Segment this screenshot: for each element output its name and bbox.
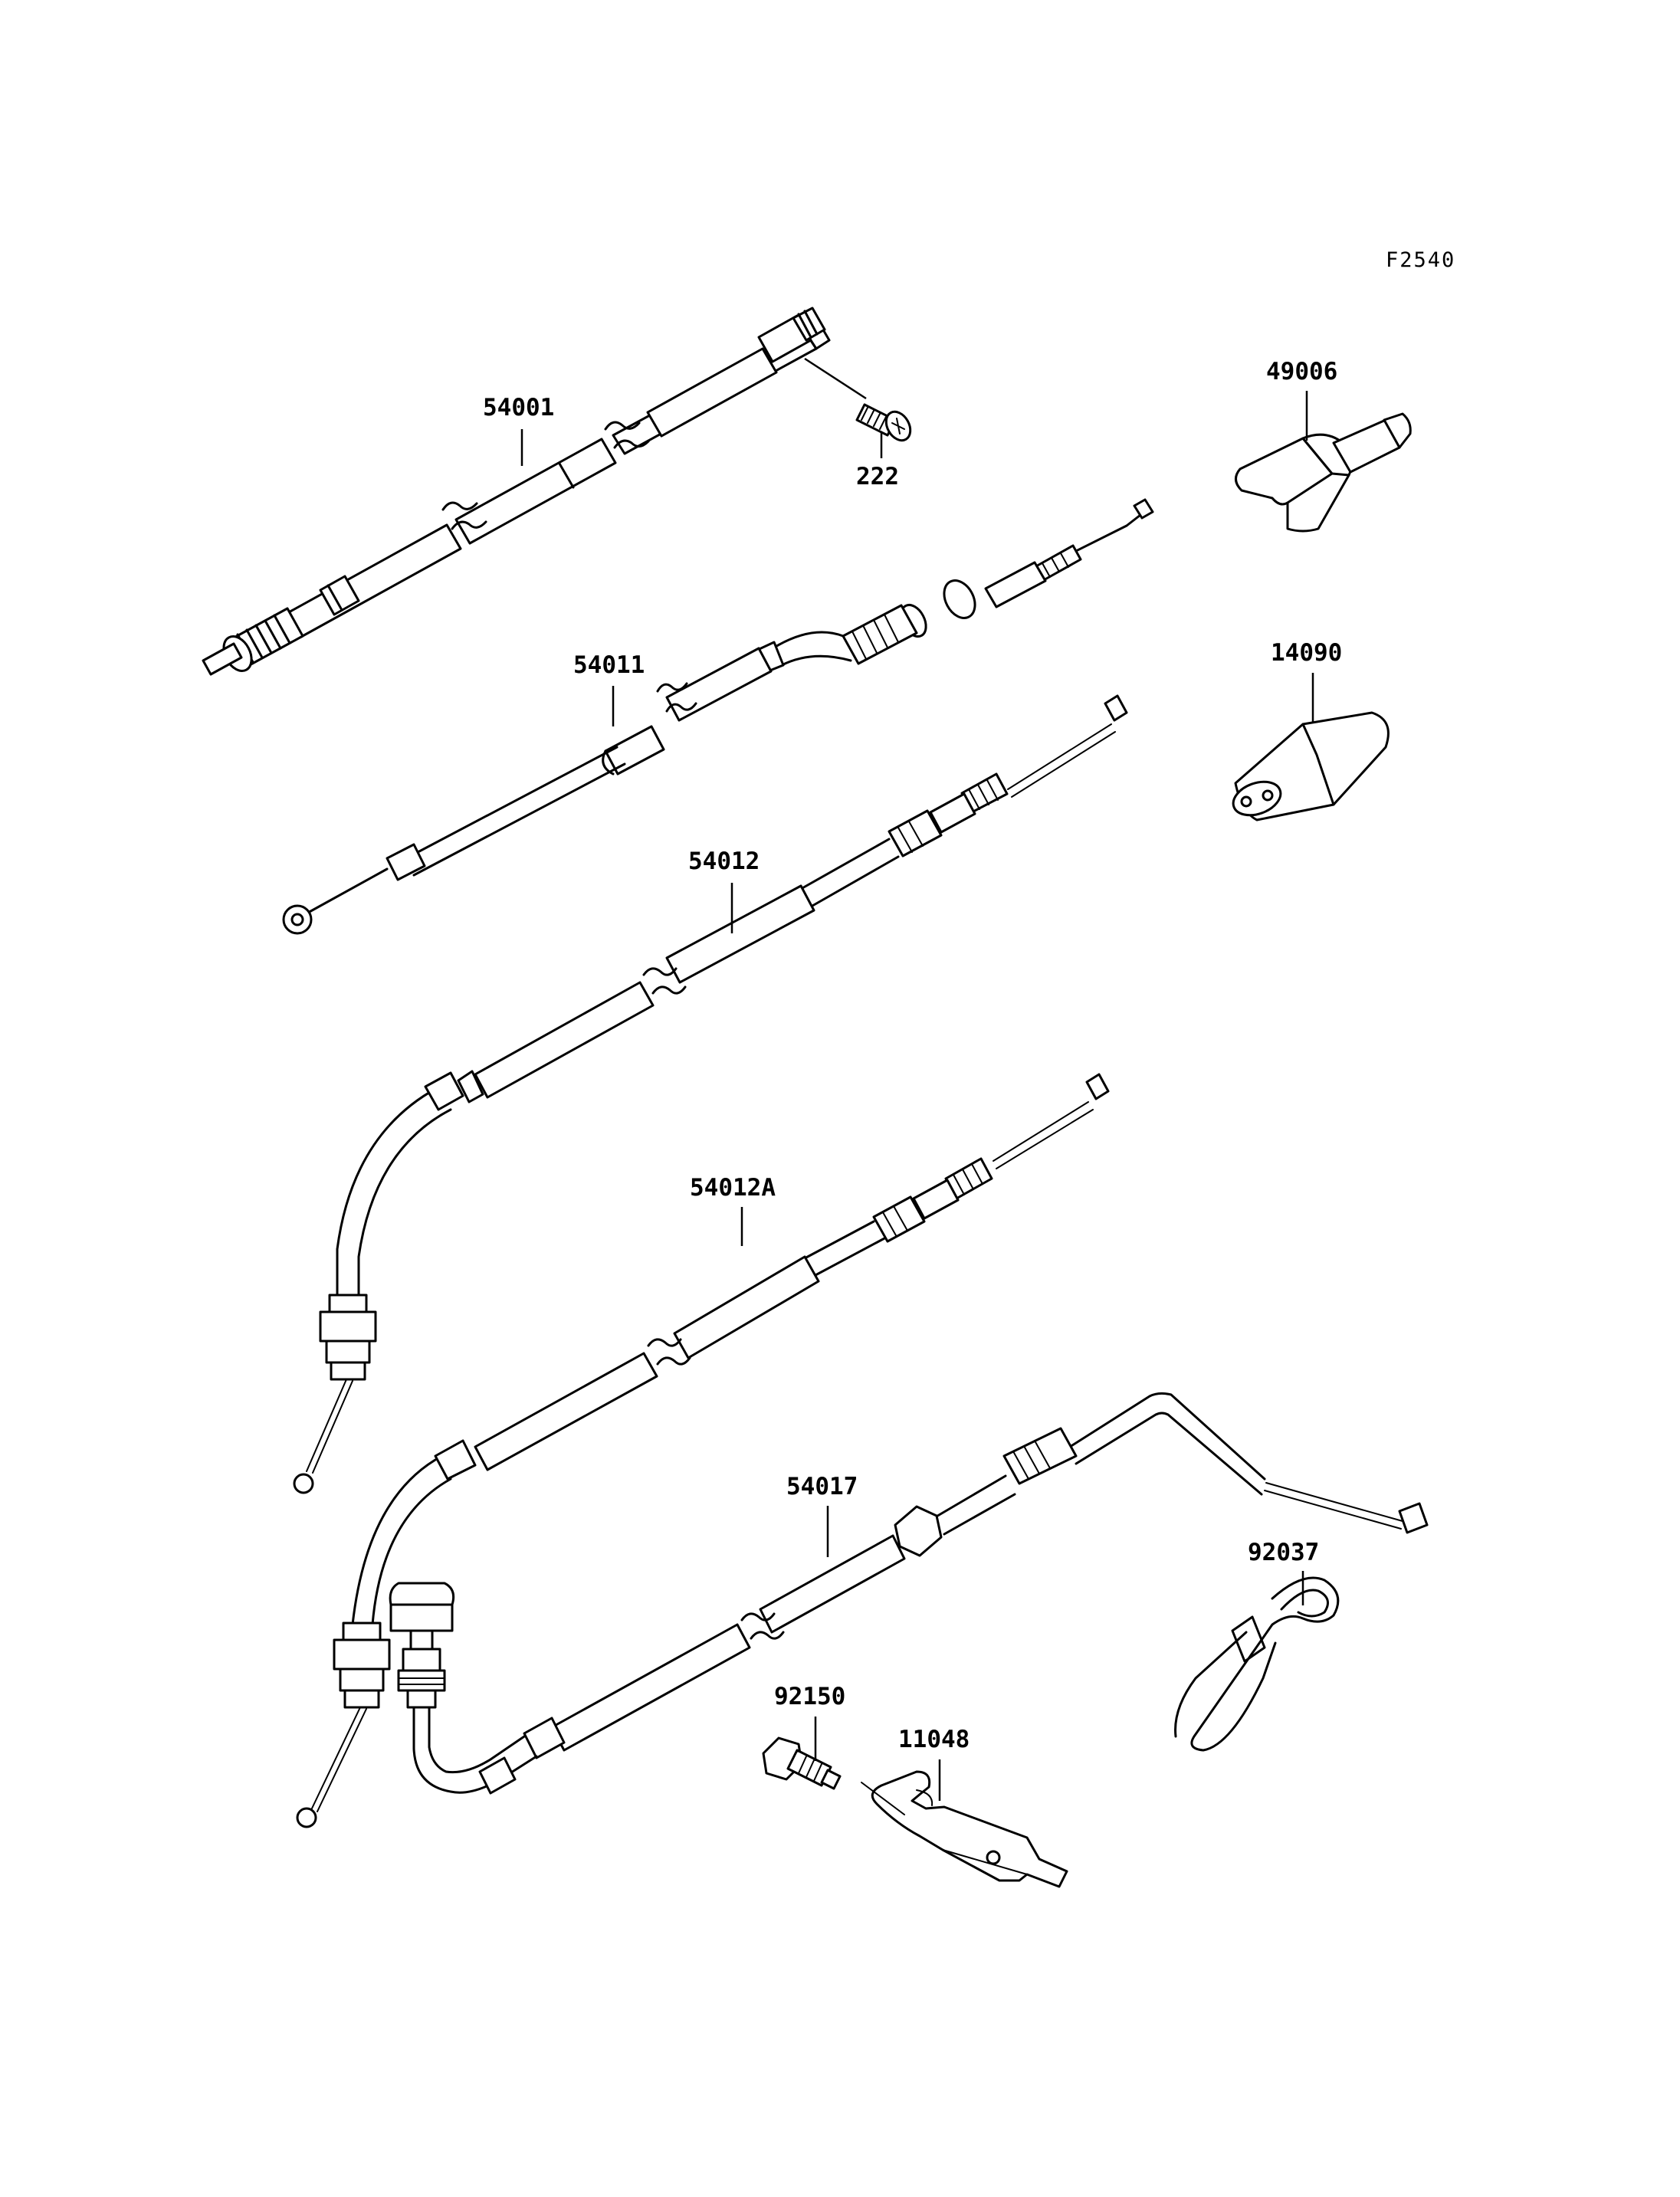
part-number-14090[interactable]: 14090 bbox=[1271, 639, 1342, 667]
clamp-92037[interactable] bbox=[1174, 1576, 1340, 1752]
clutch-cable-54012A[interactable] bbox=[296, 1073, 1110, 1828]
speedometer-cable-54001[interactable] bbox=[202, 307, 831, 676]
cover-49006[interactable] bbox=[1235, 412, 1412, 533]
part-number-54017[interactable]: 54017 bbox=[786, 1473, 858, 1500]
part-number-54011[interactable]: 54011 bbox=[573, 651, 645, 679]
bracket-11048[interactable] bbox=[861, 1770, 1068, 1888]
screw-222[interactable] bbox=[804, 357, 915, 444]
choke-cable-54017[interactable] bbox=[389, 1392, 1429, 1795]
part-number-49006[interactable]: 49006 bbox=[1266, 358, 1337, 385]
part-number-54012[interactable]: 54012 bbox=[688, 848, 760, 875]
part-number-54001[interactable]: 54001 bbox=[483, 394, 554, 421]
part-number-11048[interactable]: 11048 bbox=[898, 1726, 970, 1753]
figure-code: F2540 bbox=[1386, 248, 1455, 272]
throttle-cable-54011[interactable] bbox=[282, 498, 1154, 935]
cap-14090[interactable] bbox=[1229, 711, 1390, 821]
part-number-222[interactable]: 222 bbox=[856, 463, 899, 490]
part-number-54012A[interactable]: 54012A bbox=[690, 1174, 776, 1202]
part-number-92150[interactable]: 92150 bbox=[774, 1683, 845, 1710]
clutch-cable-54012[interactable] bbox=[293, 694, 1128, 1494]
part-number-92037[interactable]: 92037 bbox=[1248, 1539, 1319, 1566]
bolt-92150[interactable] bbox=[762, 1736, 842, 1790]
